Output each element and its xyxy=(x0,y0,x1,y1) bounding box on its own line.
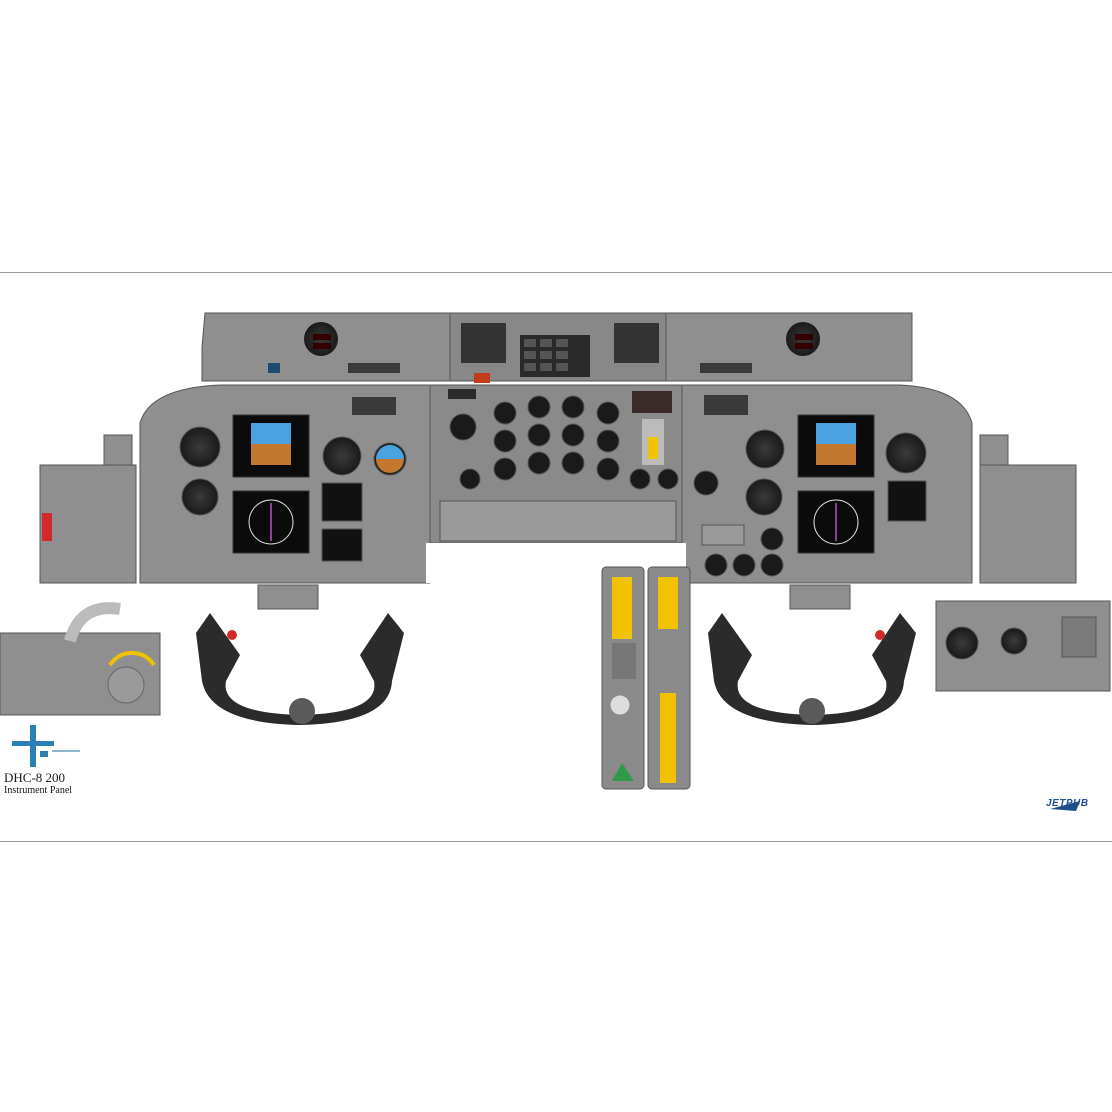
poster-title-block: DHC-8 200 Instrument Panel xyxy=(4,771,124,797)
yoke-icon xyxy=(196,613,916,725)
airspeed-right-gauge xyxy=(745,429,785,469)
side-panels xyxy=(39,434,1111,692)
altimeter-left-gauge xyxy=(322,436,362,476)
cockpit-panel-graphic xyxy=(0,312,1111,811)
gear-indicator-icon xyxy=(648,437,658,459)
altimeter-right-gauge xyxy=(885,432,927,474)
nosewheel-steering-panel xyxy=(0,602,161,716)
publisher-name: JETPUB xyxy=(1046,798,1089,809)
publisher-brand: JETPUB xyxy=(1046,798,1112,809)
rmi-right-gauge xyxy=(745,478,783,516)
vsi-left-gauge xyxy=(321,482,363,522)
aircraft-title: DHC-8 200 xyxy=(4,770,66,785)
engine-gauges xyxy=(439,373,719,542)
vsi-right-gauge xyxy=(887,480,927,522)
rmi-left-gauge xyxy=(181,478,219,516)
main-instrument-panel xyxy=(139,373,973,584)
airspeed-left-gauge xyxy=(179,426,221,468)
warning-switch-icon xyxy=(42,513,52,541)
aircraft-logo-icon xyxy=(12,725,80,767)
throttle-quadrant-icon xyxy=(601,566,691,790)
panel-subtitle: Instrument Panel xyxy=(4,785,73,796)
glareshield-panel xyxy=(201,312,913,382)
poster: DHC-8 200 Instrument Panel JETPUB xyxy=(0,272,1112,842)
jetpub-logo-icon xyxy=(1050,801,1080,811)
